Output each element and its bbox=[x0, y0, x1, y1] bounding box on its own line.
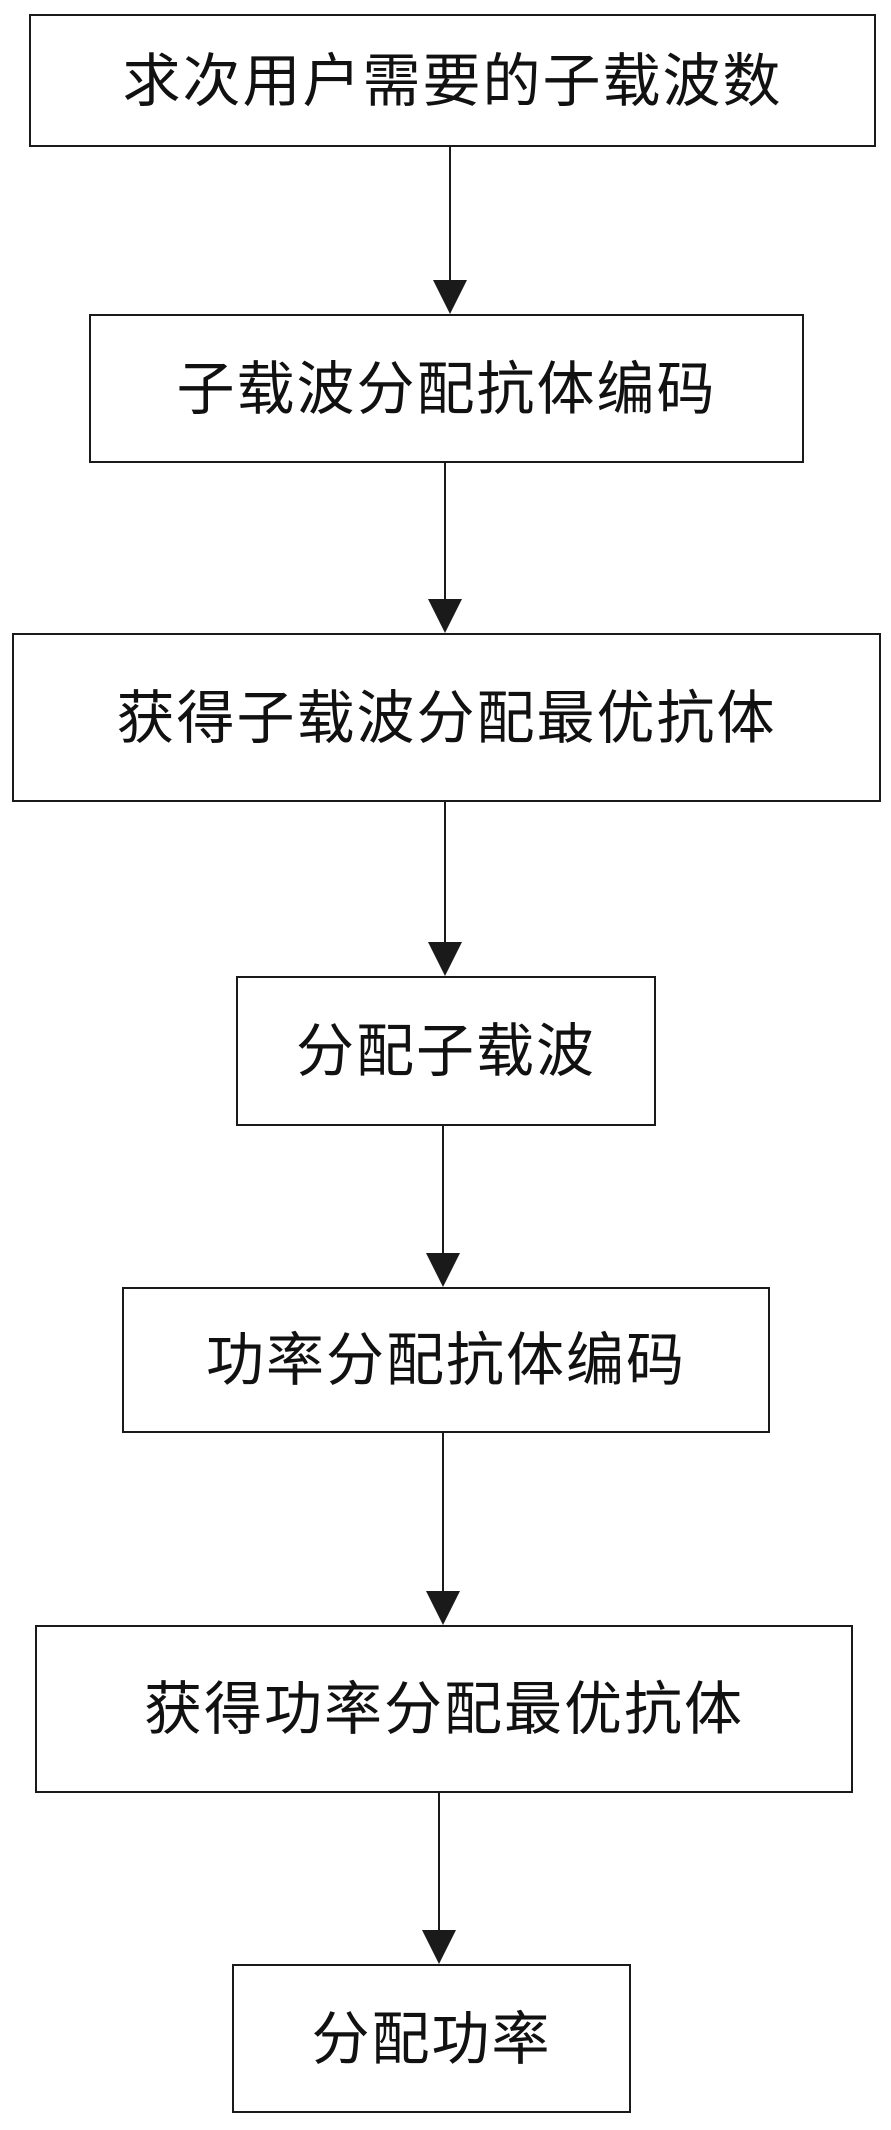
connector-line-2 bbox=[444, 463, 446, 600]
arrowhead-4-icon bbox=[426, 1253, 460, 1287]
arrowhead-3-icon bbox=[428, 942, 462, 976]
arrowhead-1-icon bbox=[433, 280, 467, 314]
step-3-label: 获得子载波分配最优抗体 bbox=[116, 683, 777, 752]
step-5-label: 功率分配抗体编码 bbox=[205, 1326, 686, 1394]
arrowhead-5-icon bbox=[426, 1591, 460, 1625]
step-7-box: 分配功率 bbox=[232, 1964, 631, 2113]
step-2-box: 子载波分配抗体编码 bbox=[89, 314, 804, 463]
step-1-box: 求次用户需要的子载波数 bbox=[29, 14, 876, 147]
step-4-box: 分配子载波 bbox=[236, 976, 656, 1126]
step-6-label: 获得功率分配最优抗体 bbox=[143, 1675, 744, 1743]
step-1-label: 求次用户需要的子载波数 bbox=[122, 46, 783, 115]
step-7-label: 分配功率 bbox=[311, 2004, 552, 2073]
step-4-label: 分配子载波 bbox=[295, 1017, 596, 1085]
arrowhead-6-icon bbox=[422, 1930, 456, 1964]
connector-line-6 bbox=[438, 1793, 440, 1930]
step-2-label: 子载波分配抗体编码 bbox=[176, 354, 717, 423]
connector-line-5 bbox=[442, 1433, 444, 1591]
arrowhead-2-icon bbox=[428, 599, 462, 633]
connector-line-3 bbox=[444, 802, 446, 942]
step-3-box: 获得子载波分配最优抗体 bbox=[12, 633, 881, 802]
connector-line-4 bbox=[442, 1126, 444, 1253]
connector-line-1 bbox=[449, 147, 451, 281]
step-6-box: 获得功率分配最优抗体 bbox=[35, 1625, 853, 1793]
step-5-box: 功率分配抗体编码 bbox=[122, 1287, 770, 1433]
